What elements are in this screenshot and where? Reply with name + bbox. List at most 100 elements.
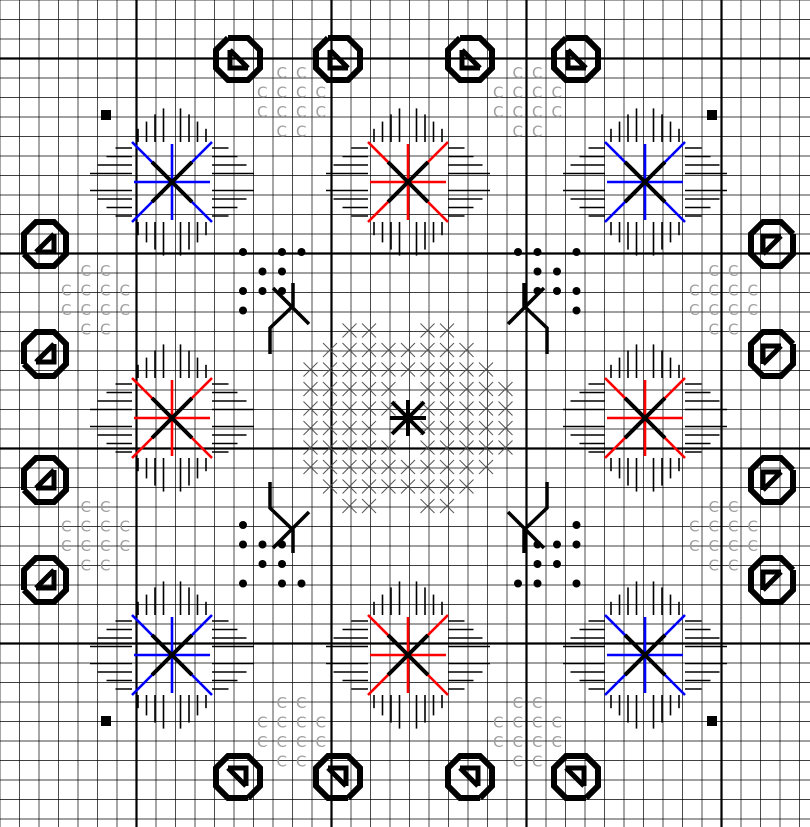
eyelet-core [408,635,428,655]
fill-symbol-c: C [689,537,699,555]
dot-cluster-bl [239,521,306,588]
star-eyelet-bottom-left [132,615,212,695]
scroll-spur [763,346,781,364]
square-stitch-bl [101,716,111,726]
fill-symbol-c: C [728,537,738,555]
center-medallion-layer [270,283,547,553]
star-eyelet-top-left [132,142,212,222]
fill-symbol-c: C [81,518,91,536]
fill-symbol-c: C [257,714,267,732]
fill-symbol-c: C [257,733,267,751]
fill-symbol-c: C [748,282,758,300]
fill-symbol-c: C [100,321,110,339]
fill-symbol-c: C [100,301,110,319]
fill-symbol-c: C [728,262,738,280]
fill-symbol-c: C [709,262,719,280]
fill-symbol-c: C [296,694,306,712]
fill-symbol-c: C [513,103,523,121]
dot-stitch [239,541,247,549]
fill-symbol-c: C [277,84,287,102]
dot-stitch [298,580,306,588]
fill-symbol-c: C [81,321,91,339]
fill-symbol-c: C [728,321,738,339]
dot-stitch [573,521,581,529]
fill-symbol-c: C [513,753,523,771]
dot-stitch [553,268,561,276]
corner-bracket-tl [270,283,309,354]
fill-symbol-c: C [552,714,562,732]
scroll-left-1 [24,222,66,266]
fill-symbol-c: C [296,733,306,751]
eyelet-core [625,398,645,418]
eyelet-core [172,418,192,438]
star-eyelet-top-right [605,142,685,222]
fill-symbol-c: C [532,733,542,751]
eyelet-core [645,655,665,675]
eyelet-core [388,182,408,202]
scroll-right-1 [751,222,793,266]
dot-stitch [573,307,581,315]
c-block-bottom-left: CCCCCCCCCCCC [257,694,326,771]
fill-symbol-c: C [709,518,719,536]
dot-cluster-tl [239,248,306,315]
dot-stitch [259,541,267,549]
eyelet-core [388,162,408,182]
eyelet-core [625,418,645,438]
scroll-right-2 [751,332,793,376]
fill-symbol-c: C [552,733,562,751]
fill-symbol-c: C [100,282,110,300]
center-arm [408,418,424,434]
dot-stitch [534,560,542,568]
dot-stitch [278,287,286,295]
fill-symbol-c: C [532,753,542,771]
fill-symbol-c: C [81,557,91,575]
dot-stitch [259,287,267,295]
fill-symbol-c: C [728,518,738,536]
dot-stitch [553,541,561,549]
dot-stitch [534,268,542,276]
eyelet-core [152,162,172,182]
fill-symbol-c: C [61,301,71,319]
square-stitch-tl [101,110,111,120]
fill-symbol-c: C [513,84,523,102]
star-eyelet-bottom-center [368,615,448,695]
fill-symbol-c: C [532,694,542,712]
eyelet-core [172,635,192,655]
fill-symbol-c: C [296,123,306,141]
fill-symbol-c: C [120,282,130,300]
c-block-mid-right-upper: CCCCCCCCCCCC [689,262,758,339]
scroll-bottom-4 [554,756,598,798]
dot-stitch [534,248,542,256]
fill-symbol-c: C [552,84,562,102]
c-block-mid-left-upper: CCCCCCCCCCCC [61,262,130,339]
scroll-left-4 [24,558,66,602]
fill-symbol-c: C [709,557,719,575]
fill-symbol-c: C [493,84,503,102]
dot-stitch [259,560,267,568]
dot-stitch [278,580,286,588]
dot-stitch [239,580,247,588]
fill-symbol-c: C [728,557,738,575]
fill-symbol-c: C [296,64,306,82]
fill-symbol-c: C [277,694,287,712]
fill-symbol-c: C [552,103,562,121]
eyelet-core [388,635,408,655]
fill-symbol-c: C [100,262,110,280]
fill-symbol-c: C [532,84,542,102]
fill-symbol-c: C [81,282,91,300]
fill-symbol-c: C [513,733,523,751]
fill-symbol-c: C [61,518,71,536]
fill-symbol-c: C [257,84,267,102]
eyelet-core [645,398,665,418]
eyelet-core [408,162,428,182]
star-eyelet-mid-left [132,378,212,458]
center-arm [392,418,408,434]
dot-stitch [278,560,286,568]
fill-symbol-c: C [709,537,719,555]
fill-symbol-c: C [277,103,287,121]
fill-symbol-c: C [709,282,719,300]
scroll-bottom-3 [448,756,492,798]
dot-stitch [573,541,581,549]
eyelet-core [645,635,665,655]
